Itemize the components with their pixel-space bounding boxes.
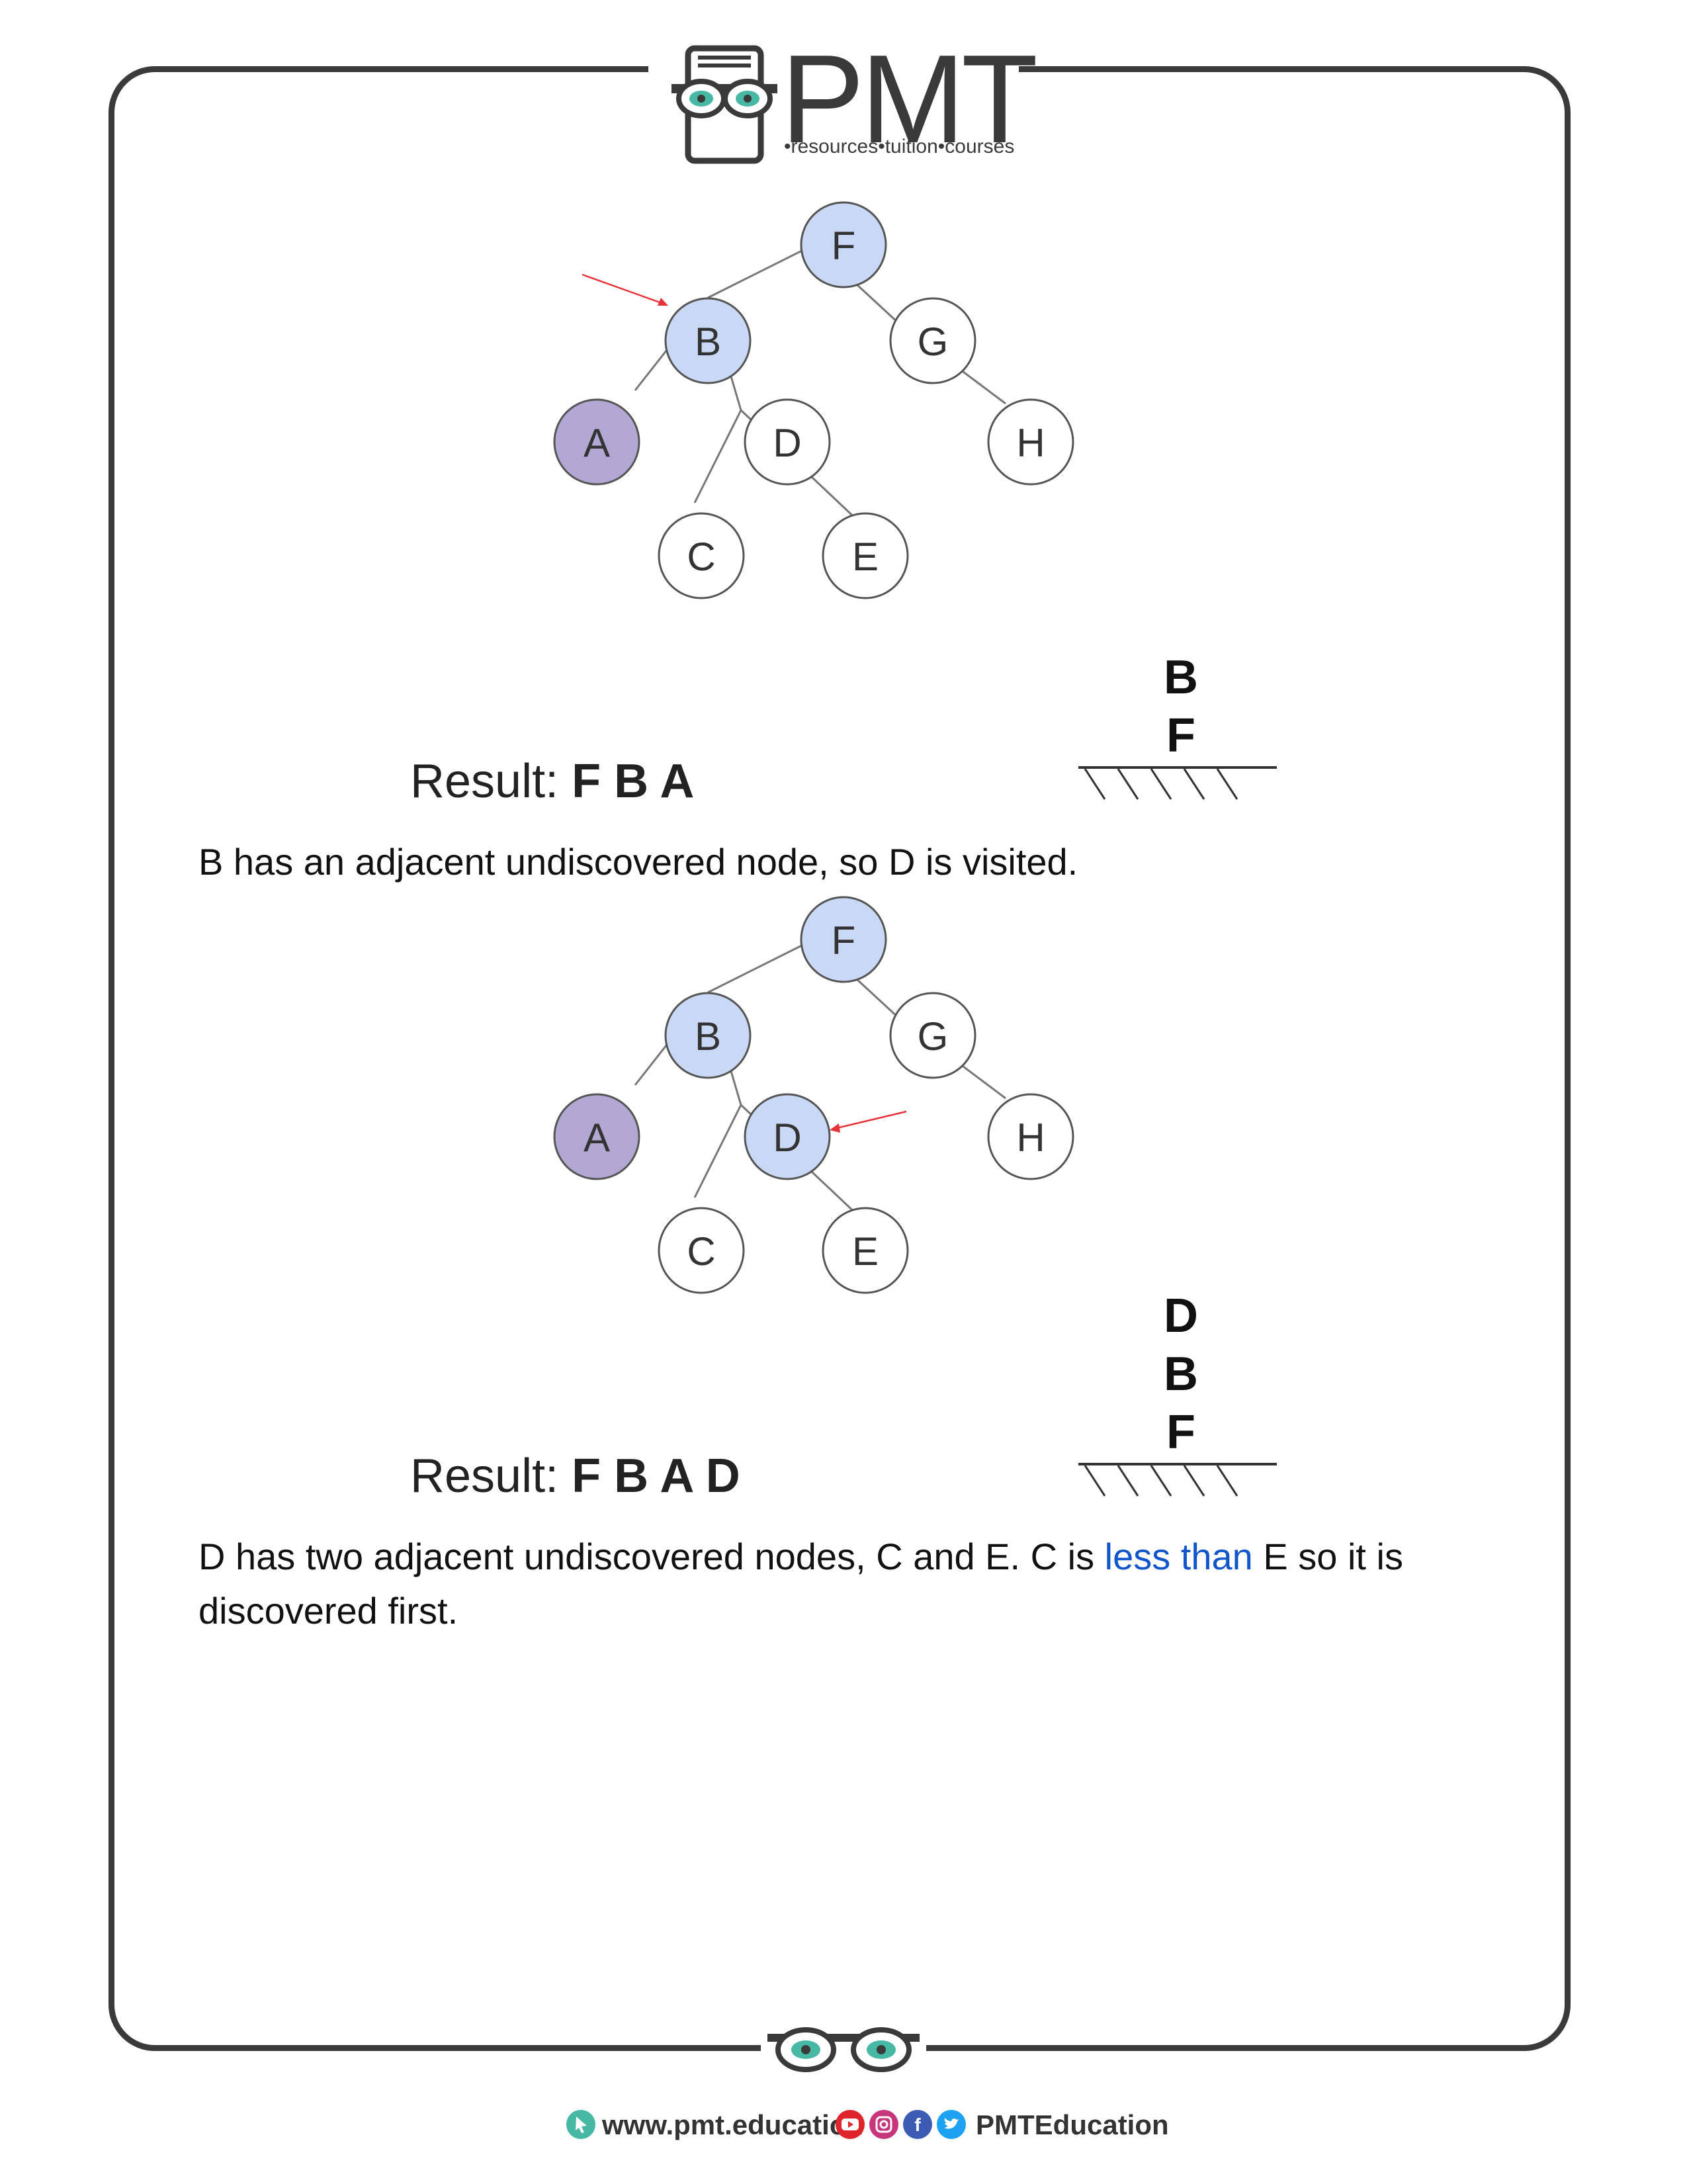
book-glasses-icon	[671, 45, 777, 164]
glasses-icon	[767, 2027, 920, 2072]
tree-diagram-1: F B G A D H C E	[553, 201, 1074, 599]
stack-item: B	[1164, 1348, 1198, 1401]
svg-text:G: G	[918, 320, 949, 364]
svg-text:C: C	[687, 535, 715, 579]
website-link[interactable]: www.pmt.education	[602, 2109, 864, 2140]
node-e: E	[822, 512, 909, 599]
youtube-icon[interactable]	[835, 2109, 865, 2140]
node-c: C	[658, 1207, 745, 1294]
svg-text:B: B	[695, 1014, 721, 1059]
stack-item: B	[1164, 651, 1198, 704]
result-label: Result:	[410, 755, 559, 808]
node-g: G	[889, 992, 976, 1079]
paragraph-text: D has two adjacent undiscovered nodes, C…	[198, 1536, 1105, 1577]
twitter-icon[interactable]	[936, 2109, 967, 2140]
node-f: F	[800, 896, 887, 983]
tree-diagram-2: F B G A D H C E	[553, 896, 1074, 1294]
svg-text:A: A	[584, 421, 610, 465]
svg-text:H: H	[1016, 421, 1045, 465]
svg-text:C: C	[687, 1229, 715, 1274]
stack-1: B F	[1078, 648, 1290, 805]
svg-text:H: H	[1016, 1115, 1045, 1160]
footer: www.pmt.education f PMTEducation	[0, 2104, 1687, 2157]
result-line-1: Result: F B A	[410, 754, 694, 808]
pointer-arrow	[582, 273, 668, 306]
brand-tagline: •resources•tuition•courses	[784, 136, 1015, 157]
paragraph-2: D has two adjacent undiscovered nodes, C…	[198, 1530, 1489, 1638]
svg-text:G: G	[918, 1014, 949, 1059]
stack-2: D B F	[1078, 1287, 1290, 1501]
facebook-icon[interactable]: f	[902, 2109, 933, 2140]
pmt-logo: PMT •resources•tuition•courses	[671, 36, 1038, 169]
less-than-link[interactable]: less than	[1104, 1536, 1253, 1577]
paragraph-text: E so it is discovered first.	[198, 1536, 1403, 1632]
svg-text:F: F	[832, 918, 856, 963]
svg-text:B: B	[695, 320, 721, 364]
cursor-icon	[566, 2110, 595, 2139]
node-b: B	[664, 992, 752, 1079]
node-d: D	[744, 1093, 831, 1180]
result-values: F B A D	[572, 1450, 740, 1503]
node-h: H	[987, 1093, 1074, 1180]
node-h: H	[987, 398, 1074, 486]
stack-item: D	[1164, 1289, 1198, 1342]
svg-text:D: D	[773, 1115, 801, 1160]
svg-text:E: E	[852, 1229, 879, 1274]
pointer-arrow	[830, 1110, 907, 1133]
node-f: F	[800, 201, 887, 288]
node-g: G	[889, 297, 976, 384]
result-label: Result:	[410, 1450, 559, 1503]
stack-item: F	[1166, 1406, 1195, 1459]
instagram-icon[interactable]	[869, 2109, 899, 2140]
node-b: B	[664, 297, 752, 384]
social-handle[interactable]: PMTEducation	[976, 2109, 1169, 2140]
node-a: A	[553, 1093, 640, 1180]
paragraph-1: B has an adjacent undiscovered node, so …	[198, 841, 1078, 883]
stack-base-icon	[1078, 766, 1277, 800]
stack-item: F	[1166, 709, 1195, 762]
brand-name: PMT	[781, 29, 1038, 169]
result-values: F B A	[572, 755, 695, 808]
svg-text:D: D	[773, 421, 801, 465]
result-line-2: Result: F B A D	[410, 1449, 740, 1503]
node-c: C	[658, 512, 745, 599]
svg-text:E: E	[852, 535, 879, 579]
svg-text:f: f	[914, 2115, 921, 2135]
node-e: E	[822, 1207, 909, 1294]
node-a: A	[553, 398, 640, 486]
svg-text:F: F	[832, 224, 856, 268]
node-d: D	[744, 398, 831, 486]
svg-text:A: A	[584, 1115, 610, 1160]
stack-base-icon	[1078, 1463, 1277, 1497]
